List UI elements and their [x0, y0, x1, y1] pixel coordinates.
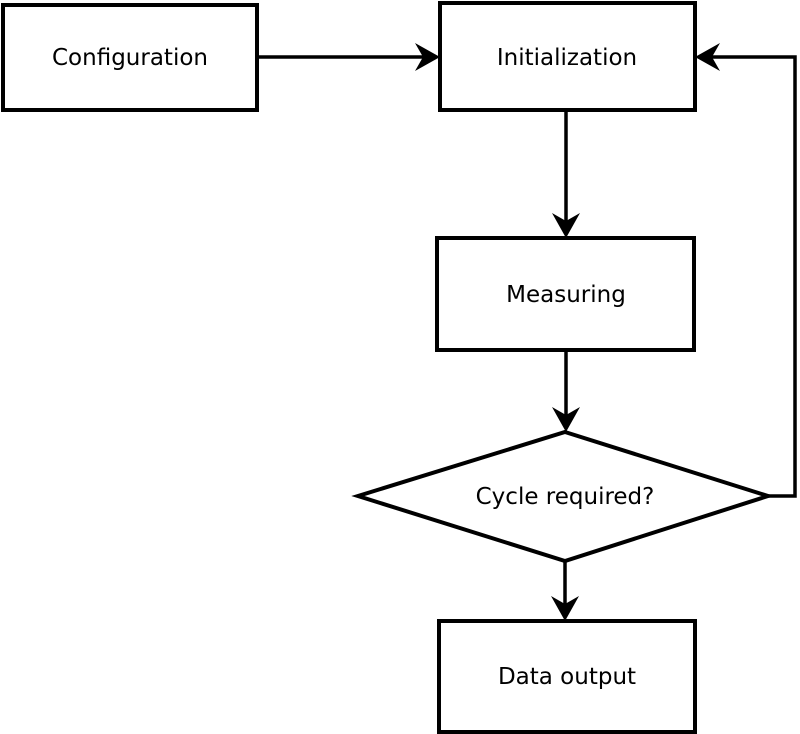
edge-cycle-required-to-initialization: [712, 55, 797, 498]
edge-initialization-to-measuring-arrowhead: [552, 213, 580, 238]
node-configuration-box: [1, 3, 259, 112]
node-cycle-required-label: Cycle required?: [476, 484, 655, 510]
node-data-output-label: Data output: [498, 664, 636, 690]
node-cycle-required-diamond: [351, 429, 775, 564]
node-data-output-box: [437, 619, 697, 734]
edge-measuring-to-cycle-required-arrowhead: [552, 407, 580, 432]
node-initialization-box: [438, 1, 697, 112]
edge-cycle-required-to-initialization-arrowhead: [695, 43, 720, 71]
node-configuration-label: Configuration: [52, 45, 208, 71]
node-measuring-box: [435, 236, 696, 352]
edge-configuration-to-initialization-arrowhead: [415, 43, 440, 71]
node-measuring-label: Measuring: [506, 282, 626, 308]
node-initialization-label: Initialization: [497, 45, 637, 71]
edge-cycle-required-to-data-output-arrowhead: [551, 596, 579, 621]
